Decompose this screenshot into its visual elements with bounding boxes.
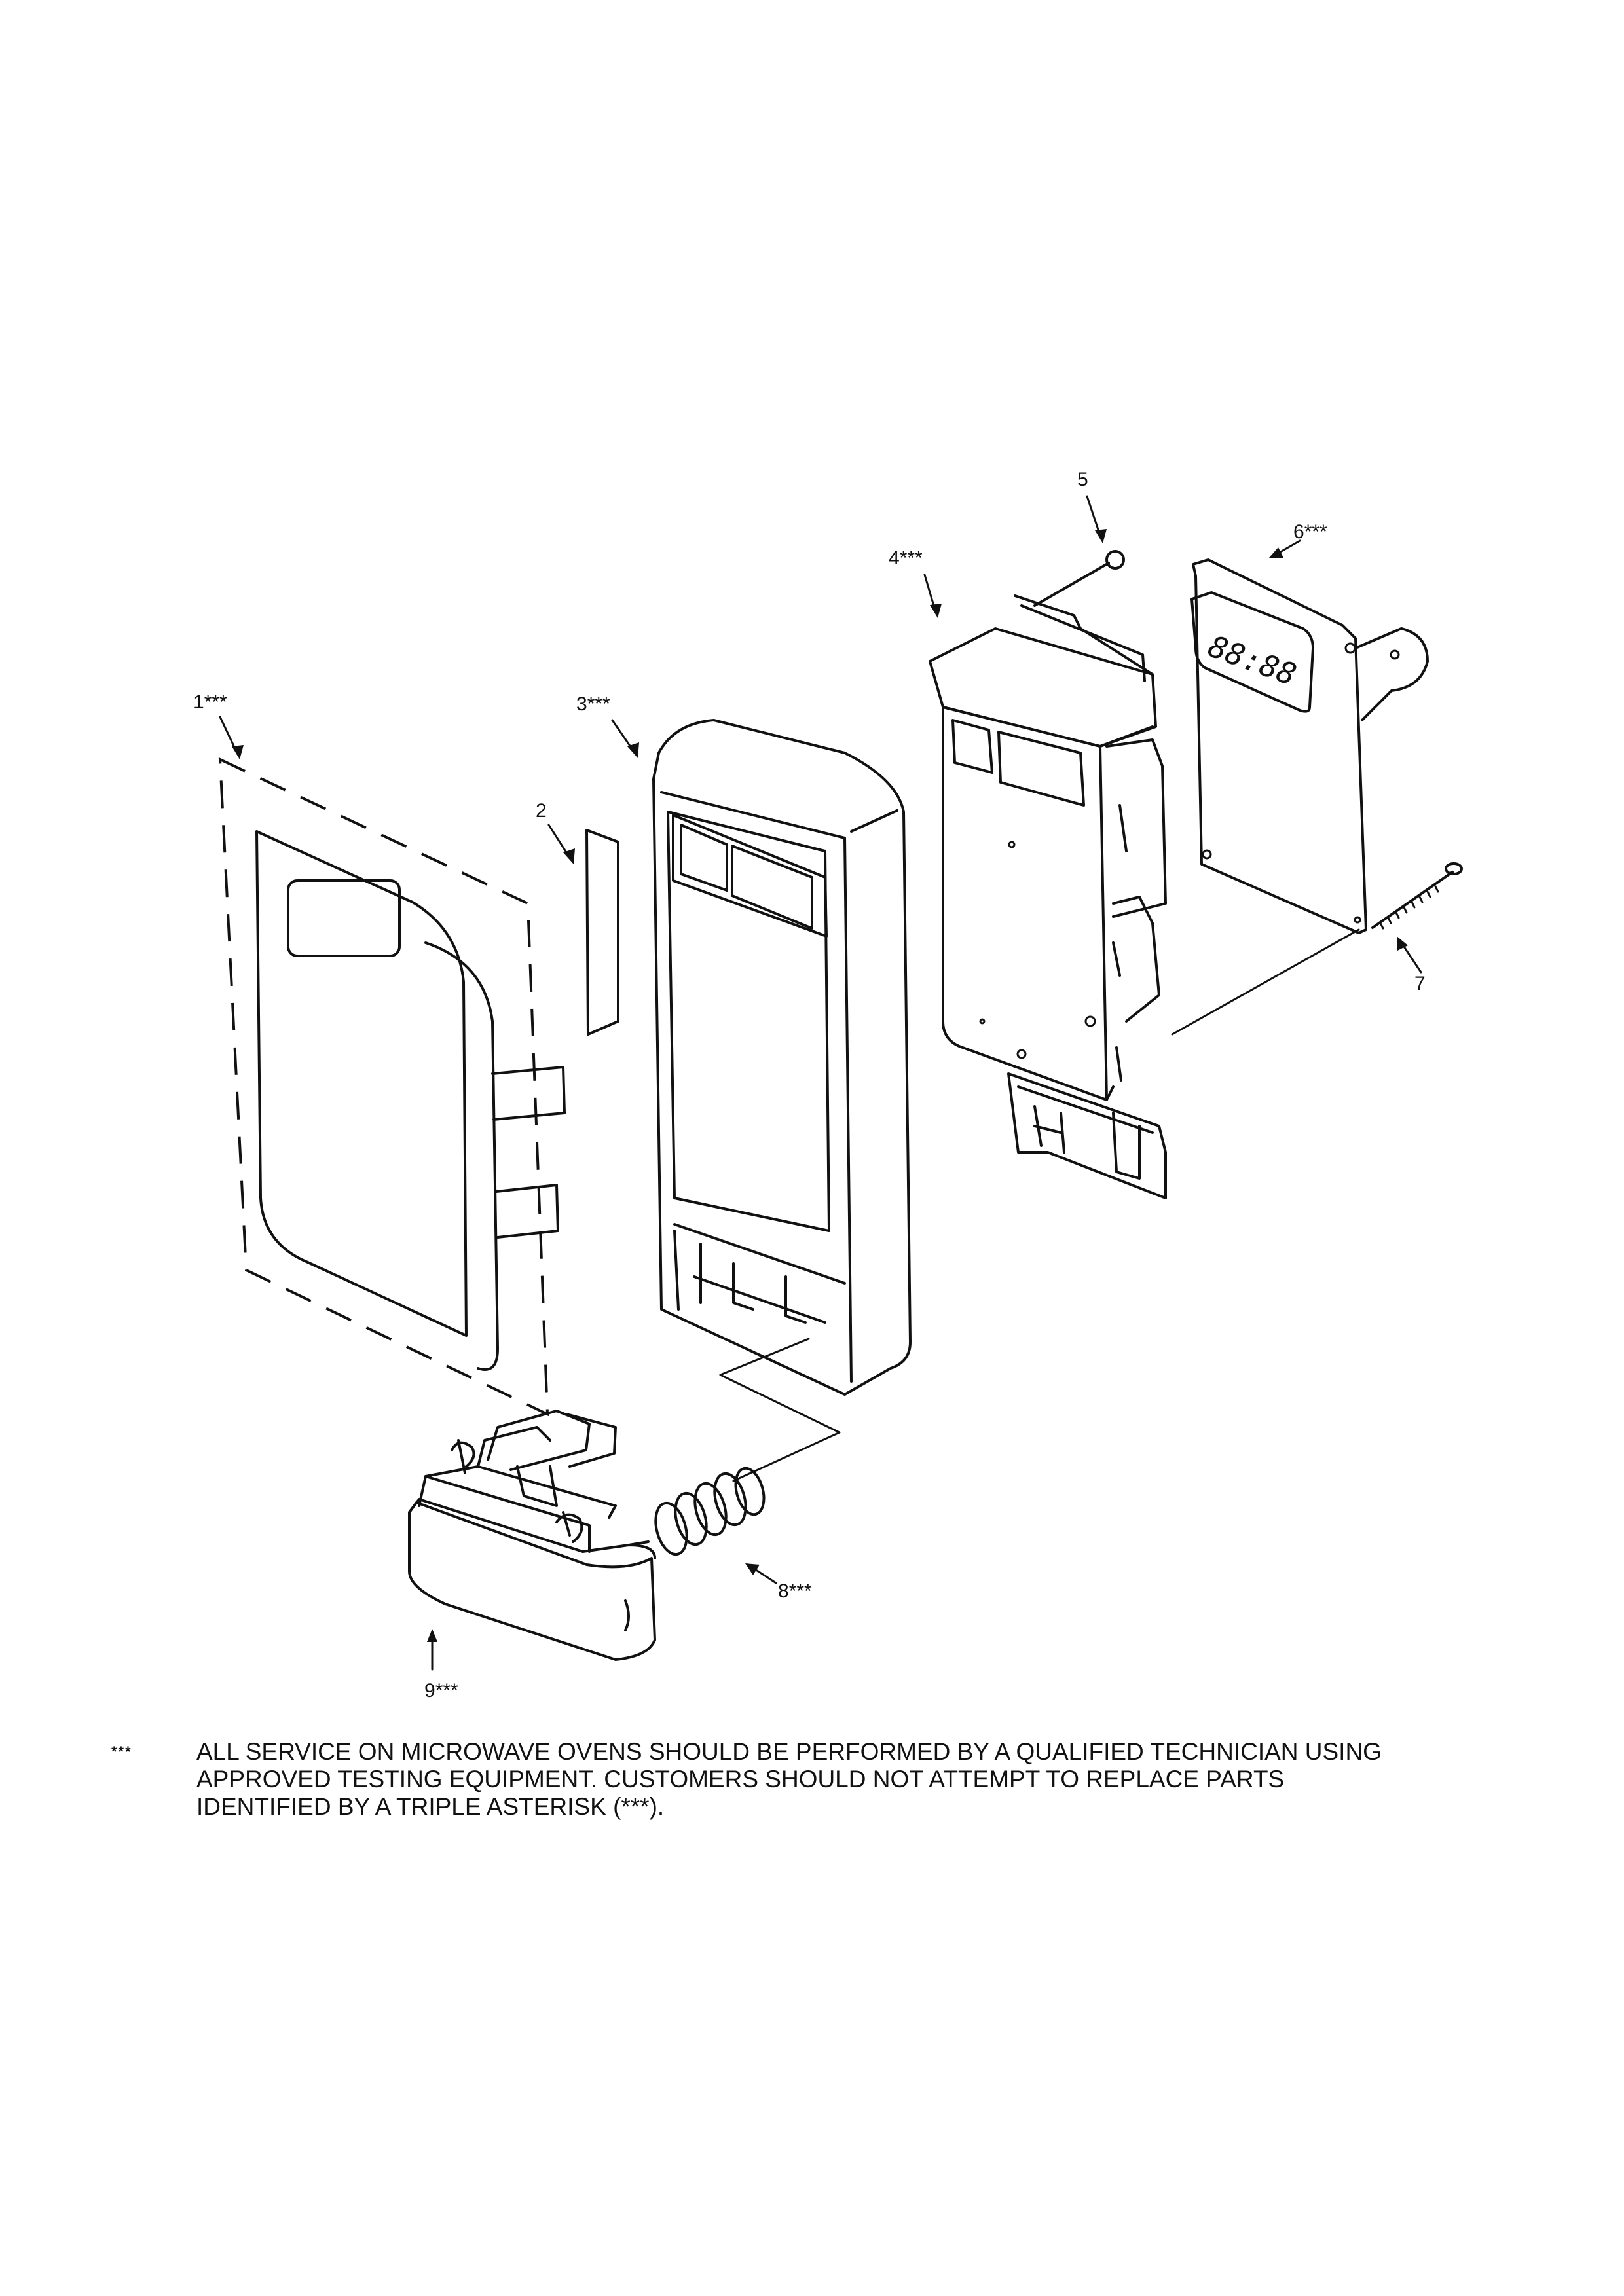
footnote-asterisk-mark: *** bbox=[111, 1743, 132, 1760]
callout-2: 2 bbox=[536, 800, 547, 822]
footnote-text: ALL SERVICE ON MICROWAVE OVENS SHOULD BE… bbox=[196, 1738, 1519, 1821]
part-1-door-panel bbox=[218, 757, 566, 1417]
part-3-control-panel-frame bbox=[652, 719, 912, 1396]
footnote-line-2: APPROVED TESTING EQUIPMENT. CUSTOMERS SH… bbox=[196, 1766, 1285, 1793]
part-7-mounting-screw bbox=[1371, 862, 1463, 930]
callout-3: 3*** bbox=[576, 693, 610, 715]
part-6-display-board bbox=[1171, 558, 1429, 1036]
part-5-screw bbox=[1033, 550, 1125, 607]
callout-1: 1*** bbox=[193, 691, 227, 713]
footnote-line-1: ALL SERVICE ON MICROWAVE OVENS SHOULD BE… bbox=[196, 1738, 1382, 1765]
callout-7: 7 bbox=[1414, 973, 1426, 994]
part-8-spring bbox=[627, 1467, 766, 1556]
leader-line-8 bbox=[719, 1338, 841, 1482]
leader-arrows bbox=[219, 495, 1422, 1671]
callout-4: 4*** bbox=[889, 547, 923, 569]
part-4-control-board bbox=[929, 594, 1167, 1199]
part-2-strip bbox=[585, 829, 619, 1036]
callout-labels: 1*** 2 3*** 4*** 5 6*** 7 8*** 9*** bbox=[193, 469, 1426, 1702]
display-readout: 88:88 bbox=[1204, 629, 1301, 693]
callout-9: 9*** bbox=[424, 1680, 458, 1702]
footnote-line-3: IDENTIFIED BY A TRIPLE ASTERISK (***). bbox=[196, 1793, 665, 1820]
part-9-push-button bbox=[408, 1410, 656, 1661]
callout-8: 8*** bbox=[778, 1580, 812, 1602]
callout-6: 6*** bbox=[1293, 521, 1327, 543]
callout-5: 5 bbox=[1077, 469, 1088, 490]
